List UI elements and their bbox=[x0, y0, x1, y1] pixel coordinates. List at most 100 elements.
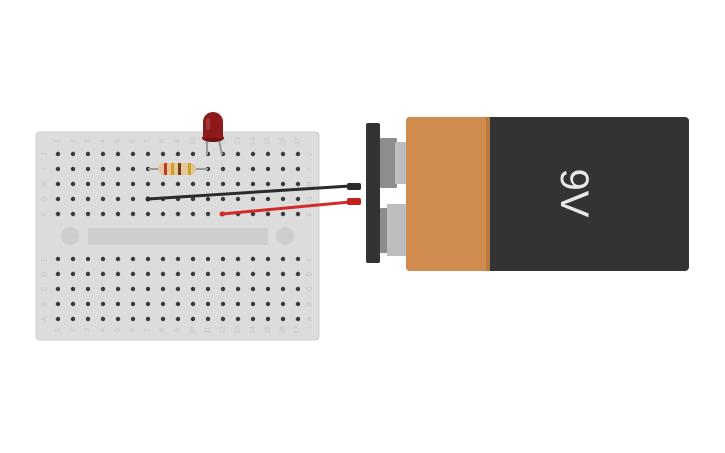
breadboard-hole[interactable] bbox=[70, 166, 76, 172]
breadboard-hole[interactable] bbox=[190, 316, 196, 322]
breadboard-hole[interactable] bbox=[85, 286, 91, 292]
breadboard-hole[interactable] bbox=[160, 316, 166, 322]
breadboard-hole[interactable] bbox=[70, 211, 76, 217]
breadboard-hole[interactable] bbox=[295, 196, 301, 202]
breadboard-hole[interactable] bbox=[115, 166, 121, 172]
breadboard-hole[interactable] bbox=[145, 271, 151, 277]
breadboard-hole[interactable] bbox=[190, 256, 196, 262]
breadboard-hole[interactable] bbox=[265, 256, 271, 262]
breadboard-hole[interactable] bbox=[115, 211, 121, 217]
breadboard-hole[interactable] bbox=[115, 286, 121, 292]
breadboard-hole[interactable] bbox=[85, 151, 91, 157]
breadboard-hole[interactable] bbox=[250, 316, 256, 322]
resistor[interactable] bbox=[148, 163, 208, 175]
breadboard-hole[interactable] bbox=[145, 211, 151, 217]
breadboard-hole[interactable] bbox=[85, 211, 91, 217]
breadboard-hole[interactable] bbox=[175, 181, 181, 187]
breadboard-hole[interactable] bbox=[160, 286, 166, 292]
breadboard-hole[interactable] bbox=[130, 211, 136, 217]
breadboard-hole[interactable] bbox=[100, 286, 106, 292]
breadboard-hole[interactable] bbox=[85, 166, 91, 172]
breadboard-hole[interactable] bbox=[280, 211, 286, 217]
breadboard-hole[interactable] bbox=[130, 301, 136, 307]
breadboard-hole[interactable] bbox=[85, 316, 91, 322]
breadboard-hole[interactable] bbox=[220, 301, 226, 307]
breadboard-hole[interactable] bbox=[130, 256, 136, 262]
breadboard-hole[interactable] bbox=[175, 301, 181, 307]
breadboard-hole[interactable] bbox=[265, 166, 271, 172]
breadboard-hole[interactable] bbox=[160, 271, 166, 277]
breadboard-hole[interactable] bbox=[265, 301, 271, 307]
breadboard-hole[interactable] bbox=[85, 196, 91, 202]
breadboard-hole[interactable] bbox=[55, 166, 61, 172]
breadboard-hole[interactable] bbox=[70, 151, 76, 157]
breadboard-hole[interactable] bbox=[250, 166, 256, 172]
breadboard-hole[interactable] bbox=[295, 166, 301, 172]
breadboard-hole[interactable] bbox=[175, 271, 181, 277]
breadboard-hole[interactable] bbox=[70, 256, 76, 262]
breadboard-hole[interactable] bbox=[220, 316, 226, 322]
breadboard-hole[interactable] bbox=[85, 256, 91, 262]
breadboard-hole[interactable] bbox=[160, 151, 166, 157]
breadboard-hole[interactable] bbox=[295, 181, 301, 187]
breadboard-hole[interactable] bbox=[160, 301, 166, 307]
breadboard-hole[interactable] bbox=[100, 271, 106, 277]
breadboard-hole[interactable] bbox=[220, 286, 226, 292]
breadboard-hole[interactable] bbox=[250, 211, 256, 217]
breadboard-hole[interactable] bbox=[175, 211, 181, 217]
breadboard-hole[interactable] bbox=[265, 151, 271, 157]
breadboard-hole[interactable] bbox=[250, 286, 256, 292]
breadboard-hole[interactable] bbox=[235, 256, 241, 262]
breadboard-hole[interactable] bbox=[280, 196, 286, 202]
breadboard-hole[interactable] bbox=[145, 151, 151, 157]
breadboard-hole[interactable] bbox=[280, 181, 286, 187]
breadboard-hole[interactable] bbox=[205, 256, 211, 262]
breadboard-hole[interactable] bbox=[250, 301, 256, 307]
breadboard-hole[interactable] bbox=[190, 151, 196, 157]
breadboard-hole[interactable] bbox=[295, 256, 301, 262]
breadboard-hole[interactable] bbox=[250, 271, 256, 277]
negative-wire[interactable] bbox=[146, 184, 352, 201]
breadboard-hole[interactable] bbox=[265, 181, 271, 187]
breadboard-hole[interactable] bbox=[100, 211, 106, 217]
breadboard-hole[interactable] bbox=[55, 256, 61, 262]
breadboard-hole[interactable] bbox=[55, 286, 61, 292]
breadboard-hole[interactable] bbox=[175, 256, 181, 262]
breadboard-hole[interactable] bbox=[130, 271, 136, 277]
breadboard-hole[interactable] bbox=[130, 316, 136, 322]
led[interactable] bbox=[202, 112, 224, 156]
breadboard-hole[interactable] bbox=[235, 301, 241, 307]
breadboard-hole[interactable] bbox=[220, 166, 226, 172]
breadboard-hole[interactable] bbox=[130, 166, 136, 172]
breadboard-hole[interactable] bbox=[280, 166, 286, 172]
breadboard-hole[interactable] bbox=[190, 301, 196, 307]
breadboard-hole[interactable] bbox=[115, 271, 121, 277]
breadboard-hole[interactable] bbox=[55, 181, 61, 187]
breadboard-hole[interactable] bbox=[55, 196, 61, 202]
breadboard-hole[interactable] bbox=[70, 286, 76, 292]
breadboard-hole[interactable] bbox=[220, 181, 226, 187]
breadboard-hole[interactable] bbox=[115, 301, 121, 307]
breadboard-hole[interactable] bbox=[115, 316, 121, 322]
breadboard-hole[interactable] bbox=[235, 166, 241, 172]
breadboard-hole[interactable] bbox=[55, 301, 61, 307]
breadboard-hole[interactable] bbox=[175, 286, 181, 292]
breadboard-hole[interactable] bbox=[115, 256, 121, 262]
breadboard-hole[interactable] bbox=[145, 256, 151, 262]
breadboard-hole[interactable] bbox=[115, 151, 121, 157]
breadboard-hole[interactable] bbox=[265, 211, 271, 217]
breadboard-hole[interactable] bbox=[100, 166, 106, 172]
positive-wire[interactable] bbox=[220, 200, 352, 216]
breadboard-hole[interactable] bbox=[280, 256, 286, 262]
breadboard-hole[interactable] bbox=[205, 211, 211, 217]
breadboard-hole[interactable] bbox=[145, 301, 151, 307]
breadboard-hole[interactable] bbox=[220, 256, 226, 262]
breadboard-hole[interactable] bbox=[250, 151, 256, 157]
breadboard-hole[interactable] bbox=[85, 301, 91, 307]
breadboard-hole[interactable] bbox=[235, 316, 241, 322]
breadboard-hole[interactable] bbox=[130, 181, 136, 187]
breadboard-hole[interactable] bbox=[190, 181, 196, 187]
breadboard-hole[interactable] bbox=[100, 196, 106, 202]
breadboard-hole[interactable] bbox=[280, 271, 286, 277]
breadboard-hole[interactable] bbox=[55, 211, 61, 217]
